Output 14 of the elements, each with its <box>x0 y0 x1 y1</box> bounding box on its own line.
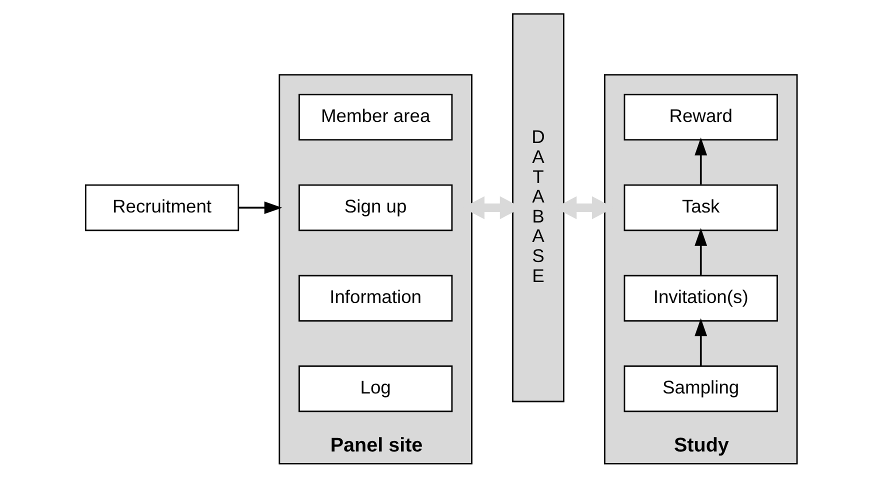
arrow <box>238 201 282 214</box>
arrow <box>694 138 708 184</box>
node-box: Sign up <box>298 184 453 232</box>
node-box: Member area <box>298 94 453 141</box>
node-box: Task <box>624 184 778 232</box>
node-box: Recruitment <box>84 184 240 232</box>
node-box: Log <box>298 365 453 412</box>
arrow <box>694 228 708 275</box>
node-box: Information <box>298 274 453 322</box>
node-box: Invitation(s) <box>624 274 778 322</box>
node-box: Sampling <box>624 365 778 412</box>
node-box: Reward <box>624 94 778 141</box>
node-box: D A T A B A S E <box>512 13 564 402</box>
arrow <box>694 318 708 366</box>
